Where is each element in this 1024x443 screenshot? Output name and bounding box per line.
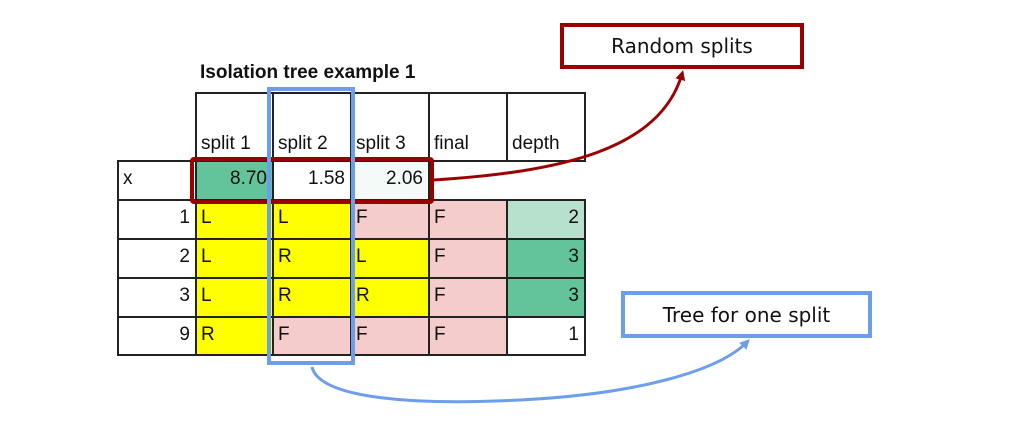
tree-for-one-split-label: Tree for one split (662, 302, 831, 327)
split-cell-text: F (434, 246, 446, 267)
random-splits-arrow (433, 70, 686, 182)
depth-cell: 2 (506, 199, 586, 240)
x-row-label: x (117, 160, 197, 201)
split-cell-text: F (356, 324, 368, 345)
split-cell: R (350, 277, 430, 318)
split-cell-text: L (201, 246, 212, 267)
depth-cell-text: 2 (568, 207, 579, 228)
column-header: depth (506, 92, 586, 162)
depth-cell-text: 1 (568, 324, 579, 345)
x-value-cell: 8.70 (195, 160, 274, 201)
split-cell: L (272, 199, 352, 240)
split-cell-text: L (201, 207, 212, 228)
split-cell-text: F (434, 207, 446, 228)
split-cell-text: F (434, 324, 446, 345)
x-row-label-text: x (123, 168, 133, 189)
column-header-text: split 2 (278, 133, 328, 154)
split-cell: F (350, 316, 430, 356)
column-header-text: depth (512, 133, 560, 154)
table-title: Isolation tree example 1 (200, 62, 416, 83)
row-id: 3 (117, 277, 197, 318)
depth-cell: 3 (506, 277, 586, 318)
tree-split-arrow (310, 339, 750, 404)
column-header-text: final (434, 133, 469, 154)
x-value-cell-text: 8.70 (230, 168, 267, 189)
split-cell-text: F (278, 324, 290, 345)
split-cell: F (428, 316, 508, 356)
row-id-text: 2 (179, 246, 190, 267)
tree-for-one-split-callout: Tree for one split (621, 291, 872, 338)
x-value-cell: 1.58 (272, 160, 352, 201)
split-cell: R (272, 277, 352, 318)
depth-cell-text: 3 (568, 246, 579, 267)
row-id-text: 3 (179, 285, 190, 306)
random-splits-callout: Random splits (560, 23, 804, 69)
row-id-text: 9 (179, 324, 190, 345)
row-id: 2 (117, 238, 197, 279)
split-2-highlight (267, 87, 355, 365)
split-cell-text: L (201, 285, 212, 306)
random-splits-label: Random splits (611, 34, 753, 58)
split-cell-text: R (356, 285, 370, 306)
depth-cell-text: 3 (568, 285, 579, 306)
split-cell-text: R (278, 285, 292, 306)
column-header-text: split 1 (201, 133, 251, 154)
split-cell-text: F (434, 285, 446, 306)
depth-cell: 1 (506, 316, 586, 356)
split-cell: R (195, 316, 274, 356)
x-value-cell-text: 1.58 (308, 168, 345, 189)
row-id-text: 1 (179, 207, 190, 228)
split-cell-text: L (278, 207, 289, 228)
x-value-cell-text: 2.06 (386, 168, 423, 189)
random-splits-highlight (190, 157, 434, 204)
split-cell: L (195, 199, 274, 240)
column-header-text: split 3 (356, 133, 406, 154)
split-cell-text: R (201, 324, 215, 345)
split-cell-text: L (356, 246, 367, 267)
split-cell-text: R (278, 246, 292, 267)
split-cell-text: F (356, 207, 368, 228)
